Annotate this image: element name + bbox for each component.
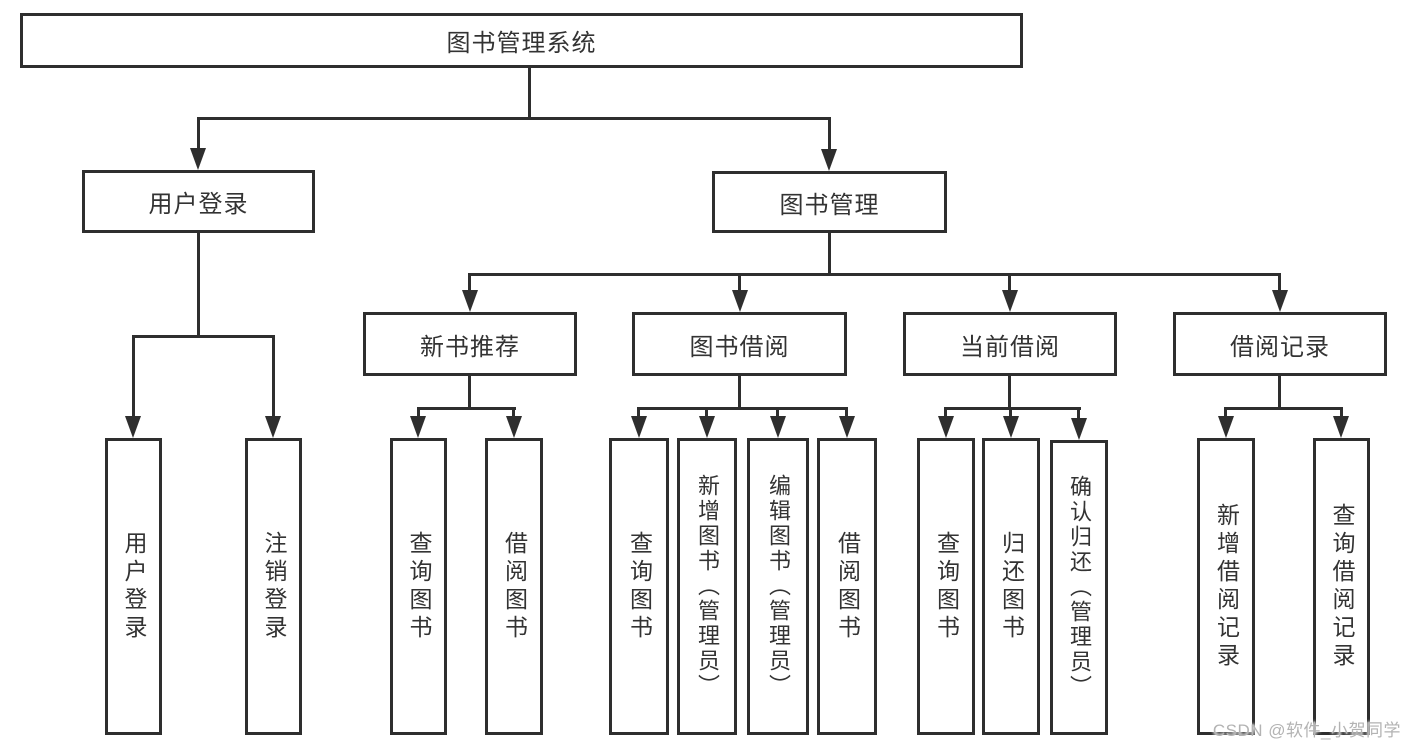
connector-line	[828, 117, 831, 151]
node-book-management: 图书管理	[712, 171, 947, 233]
connector-line	[1008, 376, 1011, 409]
connector-arrowhead	[839, 416, 855, 438]
connector-arrowhead	[190, 148, 206, 170]
connector-line	[417, 407, 516, 410]
node-query-books-1: 查询图书	[390, 438, 447, 735]
connector-arrowhead	[1003, 416, 1019, 438]
node-add-borrow-record: 新增借阅记录	[1197, 438, 1255, 735]
connector-arrowhead	[125, 416, 141, 438]
connector-line	[528, 68, 531, 120]
connector-line	[828, 233, 831, 275]
connector-line	[1278, 273, 1281, 293]
node-user-login: 用户登录	[82, 170, 315, 233]
connector-line	[1008, 273, 1011, 293]
node-edit-books-admin: 编辑图书（管理员）	[747, 438, 809, 735]
node-query-books-2: 查询图书	[609, 438, 669, 735]
connector-line	[944, 407, 947, 419]
connector-arrowhead	[1333, 416, 1349, 438]
connector-line	[1340, 407, 1343, 419]
connector-line	[512, 407, 515, 419]
csdn-watermark: CSDN @软件_小贺同学	[1212, 721, 1401, 740]
connector-arrowhead	[265, 416, 281, 438]
node-query-borrow-record: 查询借阅记录	[1313, 438, 1370, 735]
connector-arrowhead	[1002, 290, 1018, 312]
connector-line	[738, 273, 741, 293]
connector-arrowhead	[938, 416, 954, 438]
node-book-borrowing: 图书借阅	[632, 312, 847, 376]
node-add-books-admin: 新增图书（管理员）	[677, 438, 737, 735]
connector-line	[944, 407, 1081, 410]
connector-line	[1224, 407, 1343, 410]
connector-line	[197, 117, 831, 120]
connector-line	[1009, 407, 1012, 419]
connector-arrowhead	[732, 290, 748, 312]
connector-line	[738, 375, 741, 409]
connector-arrowhead	[410, 416, 426, 438]
node-borrowing-records: 借阅记录	[1173, 312, 1387, 376]
node-library-management-system: 图书管理系统	[20, 13, 1023, 68]
connector-line	[705, 407, 708, 419]
node-return-books: 归还图书	[982, 438, 1040, 735]
connector-line	[468, 375, 471, 409]
connector-arrowhead	[462, 290, 478, 312]
connector-arrowhead	[1071, 418, 1087, 440]
node-borrow-books-1: 借阅图书	[485, 438, 543, 735]
node-logout: 注销登录	[245, 438, 302, 735]
connector-line	[468, 273, 1281, 276]
connector-line	[132, 335, 275, 338]
connector-arrowhead	[631, 416, 647, 438]
connector-line	[468, 273, 471, 293]
connector-line	[197, 117, 200, 151]
connector-arrowhead	[770, 416, 786, 438]
node-user-login-leaf: 用户登录	[105, 438, 162, 735]
connector-line	[417, 407, 420, 419]
connector-line	[197, 232, 200, 335]
node-confirm-return-admin: 确认归还（管理员）	[1050, 440, 1108, 735]
connector-line	[1278, 375, 1281, 409]
connector-arrowhead	[1218, 416, 1234, 438]
connector-line	[1077, 407, 1080, 421]
connector-line	[637, 407, 640, 419]
node-borrow-books-2: 借阅图书	[817, 438, 877, 735]
node-query-books-3: 查询图书	[917, 438, 975, 735]
connector-line	[637, 407, 848, 410]
connector-line	[132, 335, 135, 420]
connector-line	[845, 407, 848, 419]
node-current-borrowing: 当前借阅	[903, 312, 1117, 376]
connector-arrowhead	[1272, 290, 1288, 312]
connector-line	[272, 335, 275, 420]
connector-arrowhead	[821, 149, 837, 171]
connector-arrowhead	[506, 416, 522, 438]
connector-arrowhead	[699, 416, 715, 438]
connector-line	[776, 407, 779, 419]
connector-line	[1224, 407, 1227, 419]
node-new-book-recommendation: 新书推荐	[363, 312, 577, 376]
